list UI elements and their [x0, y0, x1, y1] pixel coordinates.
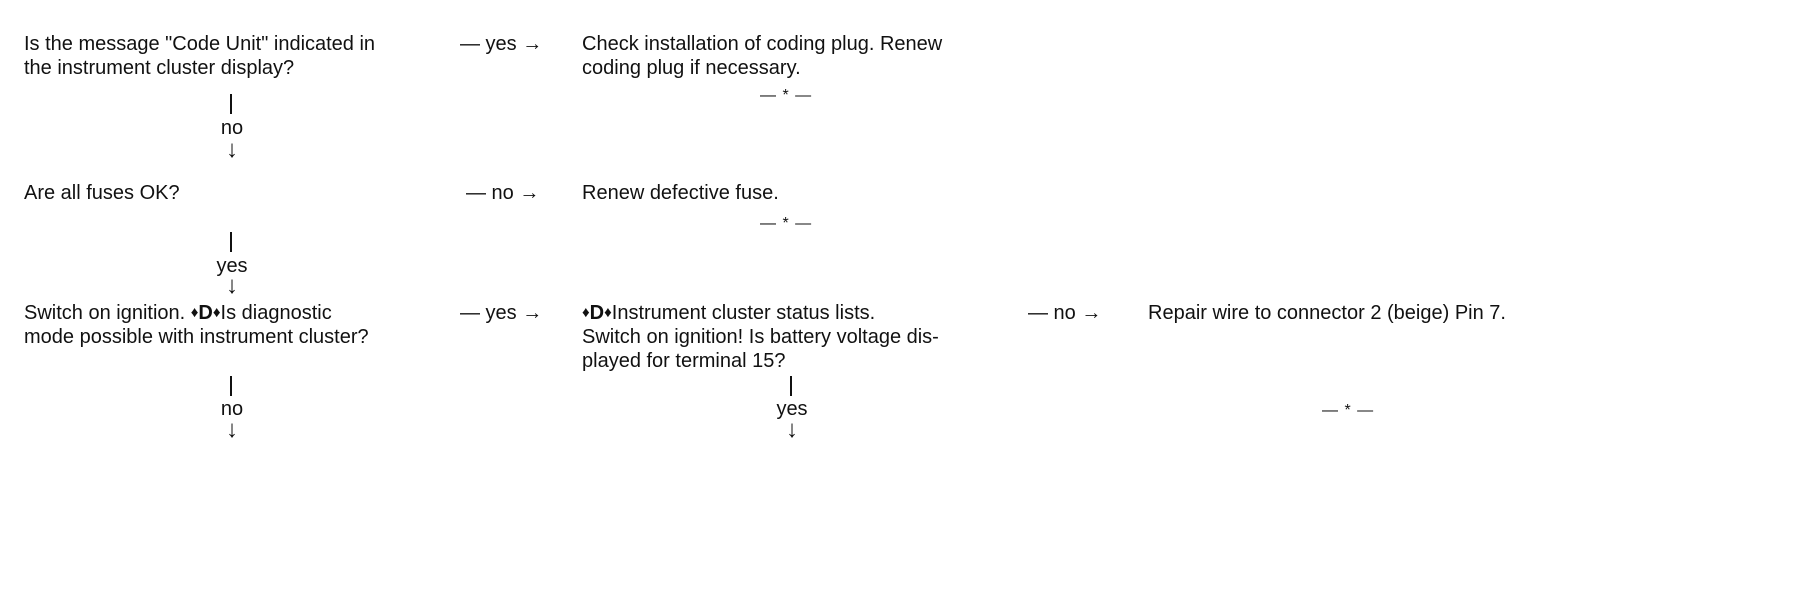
action-down-arrow: ↓: [786, 416, 798, 443]
connector-line-action: [790, 376, 792, 396]
branch-no-3: — no →: [1028, 302, 1102, 324]
down-label-no-3: no: [220, 398, 244, 420]
question-diagnostic-pre: Switch on ignition.: [24, 302, 191, 324]
end-marker-2: — * —: [760, 215, 813, 232]
end-marker-3: — * —: [1322, 402, 1375, 419]
down-label-yes-2: yes: [216, 255, 248, 277]
connector-line-1: [230, 94, 232, 114]
branch-no-2: — no →: [466, 182, 540, 204]
down-arrow-3: ↓: [226, 416, 238, 443]
action-repair-wire: Repair wire to connector 2 (beige) Pin 7…: [1148, 302, 1506, 324]
branch-yes-1: — yes →: [460, 33, 543, 55]
diamond-icon: ♦: [582, 304, 590, 321]
diagnostic-d-label: D: [589, 302, 605, 324]
diamond-icon: ♦: [604, 304, 612, 321]
down-label-no-1: no: [220, 117, 244, 139]
question-diagnostic-post: Is diagnostic: [220, 302, 332, 324]
end-marker-1: — * —: [760, 87, 813, 104]
action-status-lists: ♦D♦Instrument cluster status lists.: [582, 301, 875, 325]
connector-line-3: [230, 376, 232, 396]
branch-yes-3: — yes →: [460, 302, 543, 324]
question-diagnostic-line2: mode possible with instrument cluster?: [24, 326, 369, 348]
diagnostic-d-label: D: [198, 302, 213, 324]
diamond-icon: ♦: [212, 304, 221, 321]
action-check-coding-plug: Check installation of coding plug. Renew…: [582, 33, 943, 79]
question-diagnostic-mode: Switch on ignition. ♦D♦Is diagnostic: [24, 301, 332, 325]
down-arrow-1: ↓: [226, 136, 238, 163]
question-fuses: Are all fuses OK?: [24, 182, 180, 204]
diamond-icon: ♦: [190, 304, 199, 321]
action-down-label-yes: yes: [776, 398, 808, 420]
action-renew-fuse: Renew defective fuse.: [582, 182, 779, 204]
action-status-lists-text: Instrument cluster status lists.: [611, 302, 876, 324]
question-code-unit: Is the message "Code Unit" indicated in …: [24, 33, 376, 79]
connector-line-2: [230, 232, 232, 252]
action-battery-voltage: Switch on ignition! Is battery voltage d…: [582, 326, 939, 372]
down-arrow-2: ↓: [226, 272, 238, 299]
